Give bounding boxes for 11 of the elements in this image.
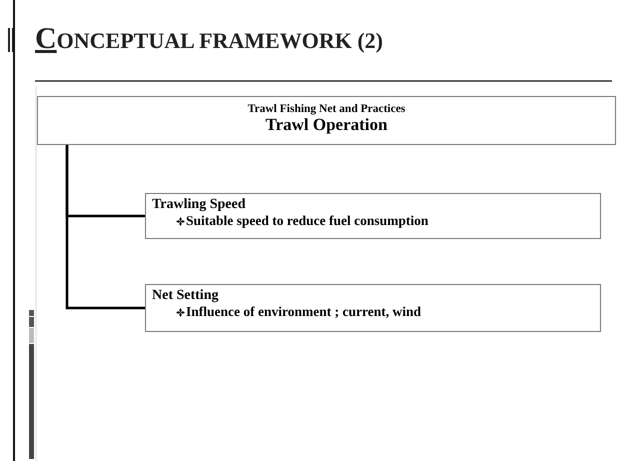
bullet-text: Suitable speed to reduce fuel consumption (186, 213, 428, 229)
connector-line (66, 145, 145, 310)
topic-heading: Trawling Speed (152, 197, 246, 213)
subtitle: Trawl Fishing Net and Practices (246, 103, 406, 115)
heading: Trawl Operation (264, 115, 388, 135)
slide-title: CONCEPTUAL FRAMEWORK (2) (35, 22, 383, 56)
topic-box (145, 193, 601, 239)
bullet-text: Influence of environment ; current, wind (186, 304, 421, 320)
topic-box (145, 284, 601, 332)
topic-heading: Net Setting (152, 288, 220, 304)
heading-box (37, 96, 616, 145)
